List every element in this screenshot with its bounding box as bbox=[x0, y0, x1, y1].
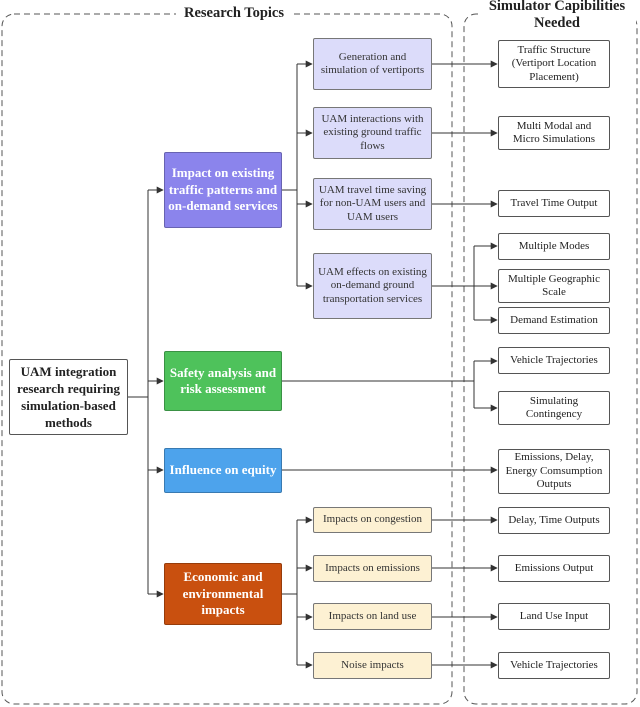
capability-emissions-delay-energy: Emissions, Delay, Energy Comsumption Out… bbox=[498, 449, 610, 494]
capability-label: Land Use Input bbox=[519, 609, 589, 622]
capability-emissions-output: Emissions Output bbox=[498, 555, 610, 582]
capability-delay-time-outputs: Delay, Time Outputs bbox=[498, 507, 610, 534]
subtopic-on-demand: UAM effects on existing on-demand ground… bbox=[313, 253, 432, 319]
capability-label: Emissions, Delay, Energy Comsumption Out… bbox=[505, 451, 603, 491]
root-node: UAM integration research requiring simul… bbox=[9, 359, 128, 435]
capability-label: Demand Estimation bbox=[510, 313, 598, 326]
subtopic-label: Generation and simulation of vertiports bbox=[320, 50, 425, 77]
capability-land-use-input: Land Use Input bbox=[498, 603, 610, 630]
subtopic-label: UAM interactions with existing ground tr… bbox=[321, 112, 424, 152]
subtopic-land-use: Impacts on land use bbox=[313, 603, 432, 630]
topic-equity: Influence on equity bbox=[164, 448, 282, 493]
capability-label: Multi Modal and Micro Simulations bbox=[512, 119, 596, 146]
capability-multimodal: Multi Modal and Micro Simulations bbox=[498, 116, 610, 150]
capability-label: Vehicle Trajectories bbox=[510, 658, 598, 671]
subtopic-label: Impacts on emissions bbox=[325, 561, 420, 574]
capability-label: Vehicle Trajectories bbox=[510, 353, 598, 366]
capability-label: Simulating Contingency bbox=[525, 394, 583, 421]
capability-label: Traffic Structure (Vertiport Location Pl… bbox=[511, 43, 597, 83]
capability-geographic-scale: Multiple Geographic Scale bbox=[498, 269, 610, 303]
capability-label: Multiple Geographic Scale bbox=[508, 272, 600, 299]
capability-demand-estimation: Demand Estimation bbox=[498, 307, 610, 334]
capability-vehicle-trajectories-2: Vehicle Trajectories bbox=[498, 652, 610, 679]
topic-traffic-patterns: Impact on existing traffic patterns and … bbox=[164, 152, 282, 228]
capability-traffic-structure: Traffic Structure (Vertiport Location Pl… bbox=[498, 40, 610, 88]
subtopic-label: Impacts on congestion bbox=[323, 513, 422, 526]
root-node-label: UAM integration research requiring simul… bbox=[17, 364, 120, 430]
subtopic-label: Noise impacts bbox=[341, 658, 404, 671]
topic-label: Impact on existing traffic patterns and … bbox=[168, 165, 278, 214]
capability-label: Multiple Modes bbox=[518, 239, 590, 252]
simulator-capabilities-title: Simulator Capibilities Needed bbox=[478, 0, 636, 32]
subtopic-label: UAM effects on existing on-demand ground… bbox=[318, 265, 427, 305]
capability-vehicle-trajectories: Vehicle Trajectories bbox=[498, 347, 610, 374]
capability-label: Delay, Time Outputs bbox=[508, 513, 600, 526]
topic-label: Economic and environmental impacts bbox=[182, 569, 264, 618]
subtopic-label: UAM travel time saving for non-UAM users… bbox=[318, 183, 427, 223]
capability-label: Emissions Output bbox=[514, 561, 594, 574]
subtopic-label: Impacts on land use bbox=[328, 609, 417, 622]
capability-label: Travel Time Output bbox=[510, 196, 598, 209]
subtopic-noise: Noise impacts bbox=[313, 652, 432, 679]
capability-travel-time: Travel Time Output bbox=[498, 190, 610, 217]
capability-multiple-modes: Multiple Modes bbox=[498, 233, 610, 260]
topic-label: Influence on equity bbox=[169, 462, 277, 478]
capability-simulating-contingency: Simulating Contingency bbox=[498, 391, 610, 425]
subtopic-congestion: Impacts on congestion bbox=[313, 507, 432, 533]
research-topics-title: Research Topics bbox=[176, 5, 292, 22]
topic-label: Safety analysis and risk assessment bbox=[169, 364, 277, 397]
subtopic-travel-time: UAM travel time saving for non-UAM users… bbox=[313, 178, 432, 230]
topic-safety-analysis: Safety analysis and risk assessment bbox=[164, 351, 282, 411]
topic-economic-environmental: Economic and environmental impacts bbox=[164, 563, 282, 625]
subtopic-ground-traffic: UAM interactions with existing ground tr… bbox=[313, 107, 432, 159]
subtopic-vertiports: Generation and simulation of vertiports bbox=[313, 38, 432, 90]
subtopic-emissions: Impacts on emissions bbox=[313, 555, 432, 582]
